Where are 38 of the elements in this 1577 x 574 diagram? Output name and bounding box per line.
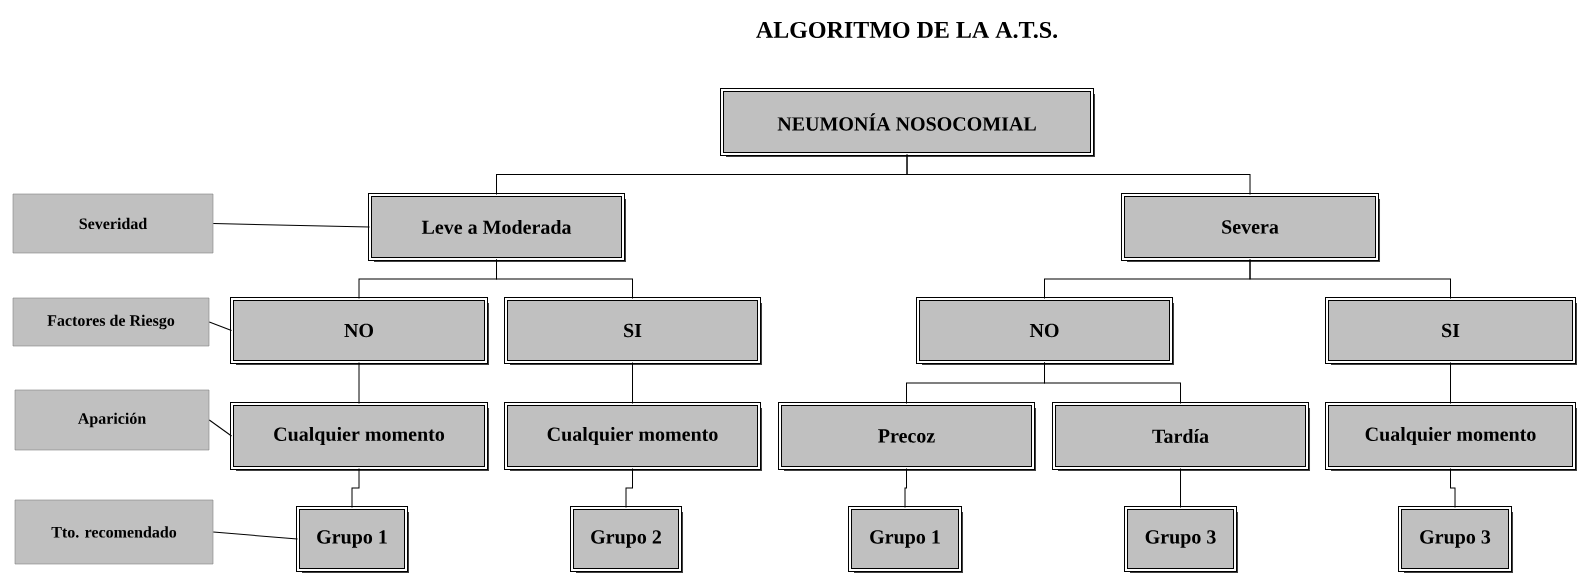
- tree-box: Grupo 3: [1124, 506, 1238, 573]
- connector-line: [208, 419, 232, 437]
- tree-box: SI: [1325, 297, 1577, 365]
- tree-box: Severa: [1121, 193, 1380, 262]
- tree-box: NEUMONÍA NOSOCOMIAL: [720, 88, 1095, 157]
- connector-line: [1450, 468, 1456, 508]
- tree-box: SI: [504, 297, 762, 365]
- connector-line: [1044, 362, 1181, 404]
- tree-box: Grupo 2: [570, 506, 683, 573]
- connector-line: [906, 154, 1251, 195]
- connector-line: [496, 259, 633, 299]
- category-box: Tto. recomendado: [14, 499, 214, 565]
- tree-box: Grupo 3: [1398, 506, 1513, 573]
- tree-box: Cualquier momento: [504, 402, 762, 471]
- connector-line: [904, 468, 907, 508]
- connector-line: [1249, 259, 1451, 299]
- connector-line: [358, 362, 360, 404]
- connector-line: [1180, 468, 1181, 508]
- title: ALGORITMO DE LA A.T.S.: [756, 21, 1058, 39]
- connector-line: [1450, 362, 1451, 404]
- tree-box: NO: [916, 297, 1174, 365]
- connector-line: [632, 362, 633, 404]
- connector-line: [212, 531, 298, 540]
- tree-box: Cualquier momento: [230, 402, 489, 471]
- category-box: Factores de Riesgo: [12, 297, 210, 347]
- connector-line: [351, 468, 360, 508]
- tree-box: Leve a Moderada: [368, 193, 626, 262]
- category-box: Aparición: [14, 389, 210, 451]
- tree-box: Grupo 1: [296, 506, 409, 573]
- tree-box: Tardía: [1052, 402, 1310, 471]
- category-box: Severidad: [12, 193, 214, 254]
- connector-line: [625, 468, 633, 508]
- connector-line: [208, 321, 232, 331]
- tree-box: NO: [230, 297, 489, 365]
- tree-box: Precoz: [778, 402, 1036, 471]
- tree-box: Grupo 1: [848, 506, 963, 573]
- tree-box: Cualquier momento: [1325, 402, 1577, 471]
- connector-line: [212, 223, 370, 228]
